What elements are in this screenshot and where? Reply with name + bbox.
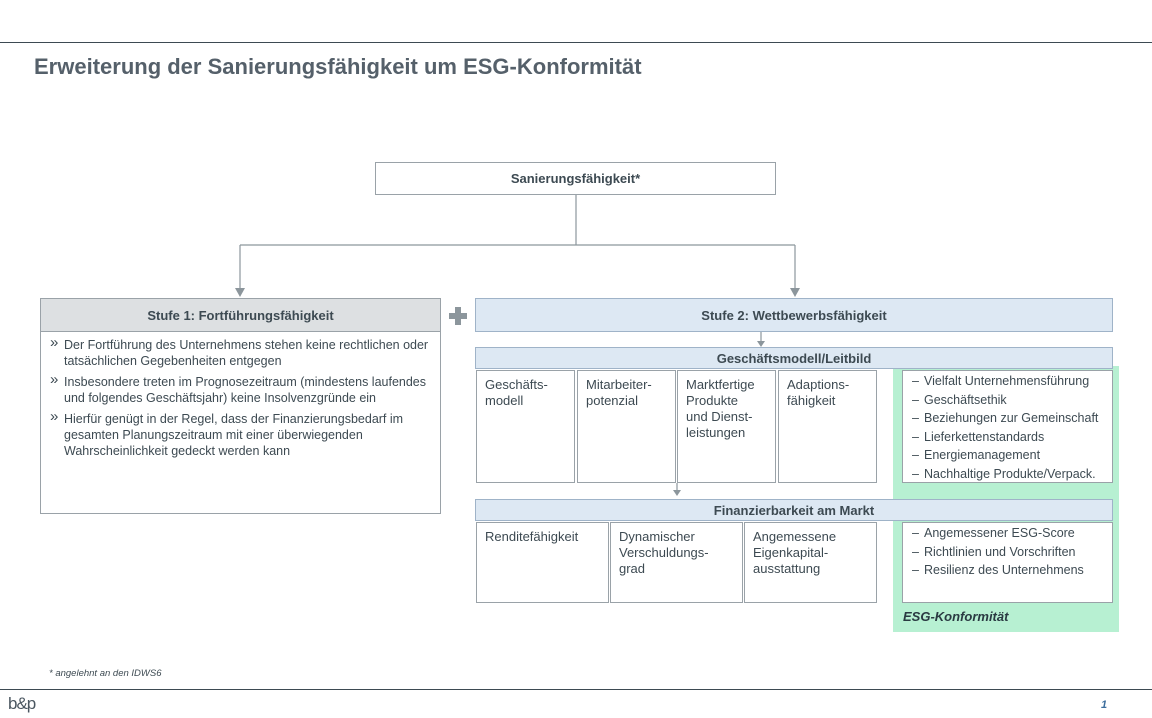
page-title: Erweiterung der Sanierungsfähigkeit um E… [34, 54, 642, 79]
esg-item: Lieferkettenstandards [912, 428, 1106, 447]
company-logo: b&p [8, 694, 36, 713]
esg-konformitaet-label: ESG-Konformität [903, 609, 1009, 624]
esg-item: Angemessener ESG-Score [912, 524, 1106, 543]
geschaeftsmodell-cell: Geschäfts- modell [476, 370, 575, 483]
stufe1-bullet-list: Der Fortführung des Unternehmens stehen … [50, 335, 432, 459]
renditefaehigkeit-cell: Renditefähigkeit [476, 522, 609, 603]
esg-item: Nachhaltige Produkte/Verpack. [912, 465, 1106, 484]
esg-item: Energiemanagement [912, 446, 1106, 465]
stufe1-bullet: Der Fortführung des Unternehmens stehen … [50, 335, 432, 369]
stufe1-bullet: Insbesondere treten im Prognosezeitraum … [50, 372, 432, 406]
top-divider [0, 42, 1152, 43]
esg-item: Richtlinien und Vorschriften [912, 543, 1106, 562]
verschuldungsgrad-cell: Dynamischer Verschuldungs- grad [610, 522, 743, 603]
esg-finanzierbarkeit-box: Angemessener ESG-Score Richtlinien und V… [902, 522, 1113, 603]
marktfertige-produkte-cell: Marktfertige Produkte und Dienst- leistu… [677, 370, 776, 483]
footnote: * angelehnt an den IDWS6 [49, 668, 162, 679]
stufe1-bullet: Hierfür genügt in der Regel, dass der Fi… [50, 409, 432, 459]
mitarbeiterpotenzial-cell: Mitarbeiter- potenzial [577, 370, 676, 483]
esg-item: Vielfalt Unternehmensführung [912, 372, 1106, 391]
esg-geschaeftsmodell-list: Vielfalt Unternehmensführung Geschäftset… [912, 372, 1106, 483]
esg-item: Resilienz des Unternehmens [912, 561, 1106, 580]
geschaeftsmodell-header: Geschäftsmodell/Leitbild [475, 347, 1113, 369]
bottom-divider [0, 689, 1152, 690]
esg-item: Geschäftsethik [912, 391, 1106, 410]
esg-geschaeftsmodell-box: Vielfalt Unternehmensführung Geschäftset… [902, 370, 1113, 483]
eigenkapitalausstattung-cell: Angemessene Eigenkapital- ausstattung [744, 522, 877, 603]
esg-finanzierbarkeit-list: Angemessener ESG-Score Richtlinien und V… [912, 524, 1106, 580]
plus-icon [449, 307, 467, 325]
stufe1-header: Stufe 1: Fortführungsfähigkeit [40, 298, 441, 332]
sanierungsfaehigkeit-box: Sanierungsfähigkeit* [375, 162, 776, 195]
finanzierbarkeit-header: Finanzierbarkeit am Markt [475, 499, 1113, 521]
page-number: 1 [1101, 699, 1108, 711]
stufe2-header: Stufe 2: Wettbewerbsfähigkeit [475, 298, 1113, 332]
adaptionsfaehigkeit-cell: Adaptions- fähigkeit [778, 370, 877, 483]
esg-item: Beziehungen zur Gemeinschaft [912, 409, 1106, 428]
stufe1-body: Der Fortführung des Unternehmens stehen … [40, 331, 441, 514]
